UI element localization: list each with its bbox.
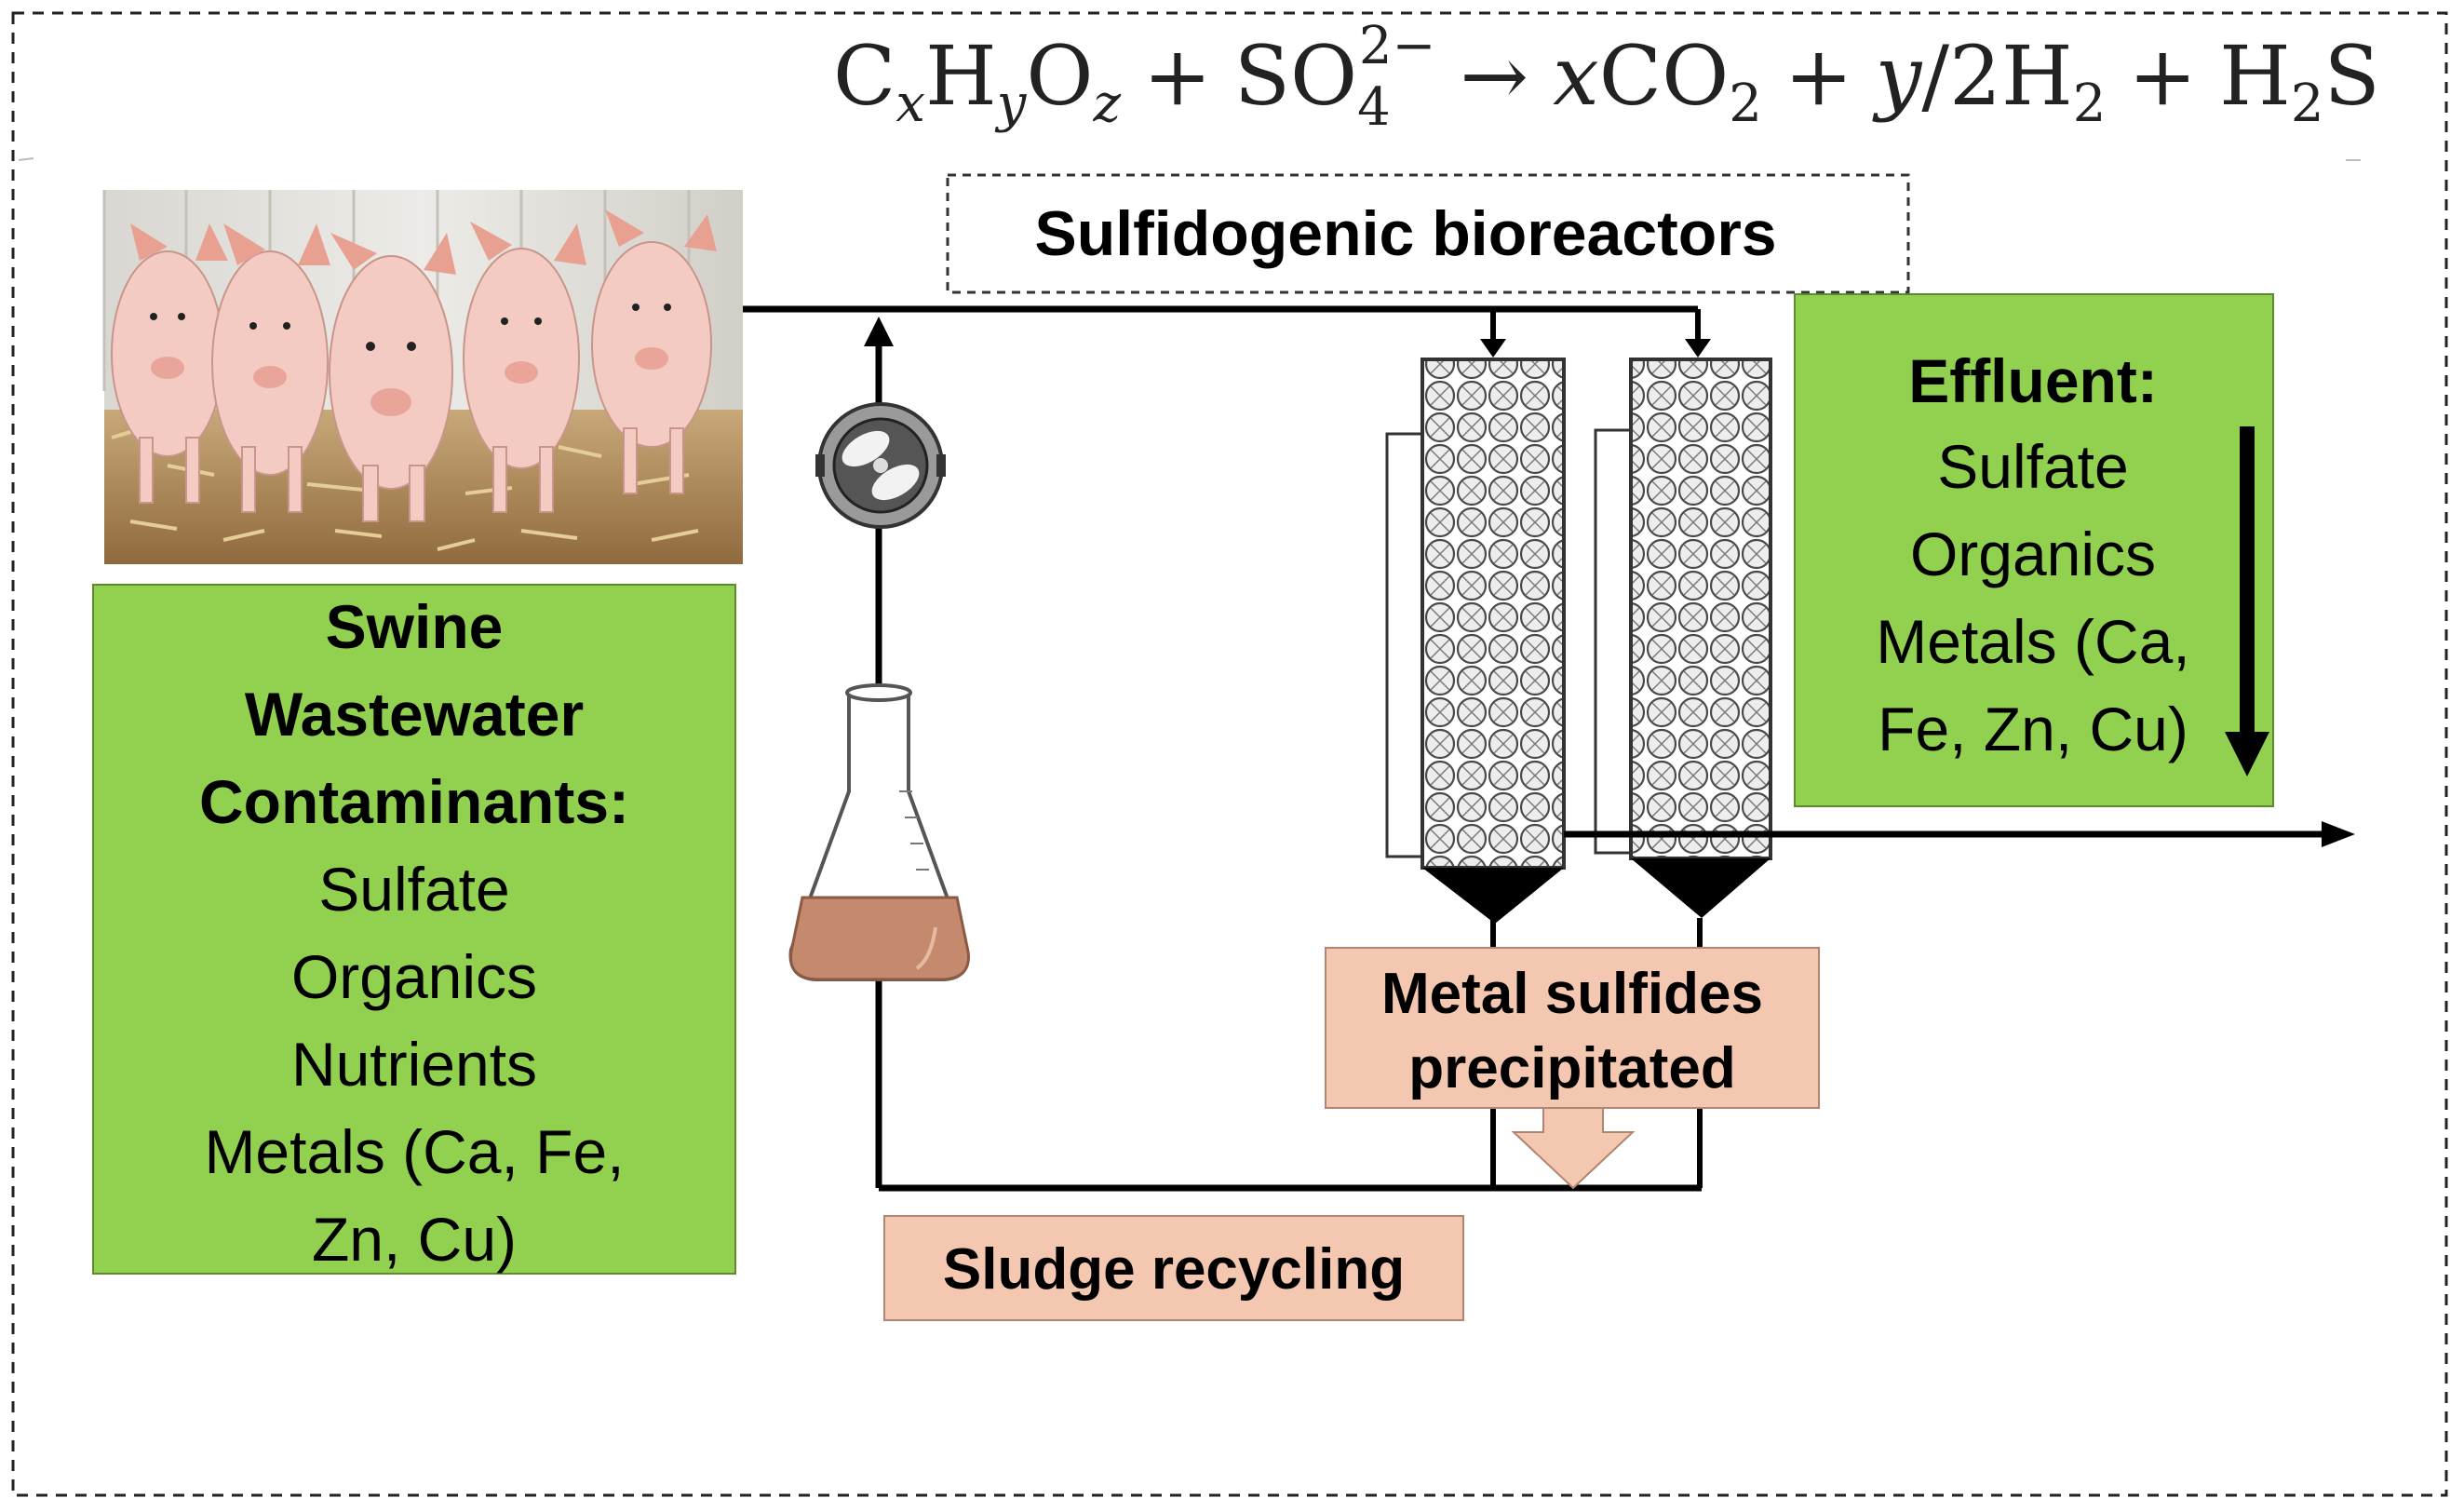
bioreactors-label: Sulfidogenic bioreactors — [1034, 198, 1776, 269]
metal-sulfides-box — [1325, 947, 1820, 1109]
reaction-equation: CxHyOz+SO42−→xCO2+y/2H2+H2S — [833, 16, 2380, 138]
outer-frame — [11, 11, 2448, 1497]
sludge-recycling-label: Sludge recycling — [943, 1237, 1405, 1302]
swine-wastewater-box — [92, 584, 736, 1275]
effluent-outlet-arrowhead — [2322, 821, 2355, 847]
effluent-item-organics: Organics — [1910, 520, 2156, 588]
reactor-1-column — [1421, 358, 1566, 870]
swine-item-sulfate: Sulfate — [318, 855, 509, 924]
swine-title-line-3: Contaminants: — [199, 767, 629, 836]
erlenmeyer-flask-icon — [788, 683, 970, 981]
pump-icon — [815, 402, 946, 529]
swine-item-organics: Organics — [291, 942, 537, 1011]
swine-item-metals-2: Zn, Cu) — [312, 1205, 517, 1274]
reactor-2-cone — [1631, 858, 1771, 918]
swine-item-nutrients: Nutrients — [291, 1030, 537, 1099]
reactor-1-cone — [1422, 868, 1564, 924]
metal-sulfides-line-1: Metal sulfides — [1381, 962, 1763, 1026]
reactor-2-column — [1629, 358, 1772, 860]
metal-sulfides-text: Metal sulfides precipitated — [1381, 962, 1763, 1100]
metal-sulfides-line-2: precipitated — [1408, 1036, 1735, 1100]
reactor-2-recirculation-loop — [1594, 428, 1635, 855]
bioreactor-2 — [1594, 358, 1772, 918]
swine-title-line-1: Swine — [326, 592, 504, 661]
equation-underline-left — [18, 157, 34, 161]
effluent-box-text: Effluent: Sulfate Organics Metals (Ca, F… — [1876, 346, 2189, 763]
effluent-item-metals-2: Fe, Zn, Cu) — [1878, 695, 2188, 763]
reactor-1-recirculation-loop — [1385, 432, 1426, 858]
swine-title-line-2: Wastewater — [245, 680, 584, 749]
swine-item-metals-1: Metals (Ca, Fe, — [204, 1117, 624, 1186]
bioreactor-1 — [1385, 358, 1566, 924]
bioreactors-label-box — [946, 173, 1910, 294]
sludge-recycling-box — [883, 1215, 1464, 1321]
effluent-down-arrowhead — [2225, 732, 2269, 776]
effluent-item-metals-1: Metals (Ca, — [1876, 607, 2189, 676]
recycle-arrowhead — [864, 317, 894, 346]
effluent-box — [1794, 293, 2274, 807]
effluent-item-sulfate: Sulfate — [1937, 432, 2128, 501]
metal-sulfides-down-arrow — [1511, 1107, 1636, 1190]
feed-branch-2-arrowhead — [1685, 339, 1711, 358]
pigs-photo — [102, 190, 743, 564]
effluent-title: Effluent: — [1908, 346, 2158, 415]
feed-branch-1-arrowhead — [1480, 339, 1506, 358]
equation-text: CxHyOz+SO42−→xCO2+y/2H2+H2S — [833, 16, 2380, 138]
swine-box-text: Swine Wastewater Contaminants: Sulfate O… — [199, 592, 629, 1274]
